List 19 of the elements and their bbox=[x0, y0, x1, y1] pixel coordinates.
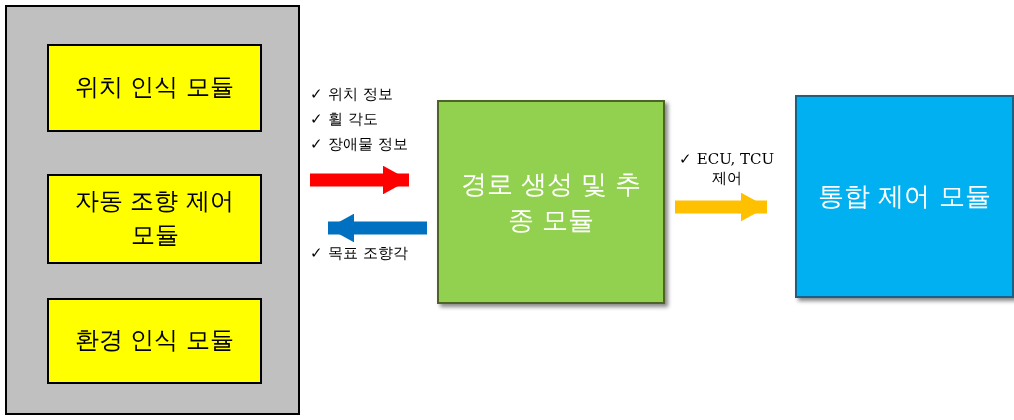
box-label: 자동 조향 제어 모듈 bbox=[73, 186, 236, 251]
module-box bbox=[47, 44, 262, 132]
box-label: 통합 제어 모듈 bbox=[818, 180, 991, 214]
block-arrow bbox=[310, 165, 409, 195]
module-box bbox=[47, 174, 262, 264]
process-box bbox=[795, 95, 1014, 298]
arrow-label: ✓ 위치 정보 bbox=[310, 85, 393, 104]
process-box bbox=[437, 100, 665, 304]
panel-background bbox=[5, 5, 300, 415]
box-label: 경로 생성 및 추종 모듈 bbox=[459, 167, 643, 237]
arrow-label: ✓ 목표 조향각 bbox=[310, 244, 408, 263]
arrow-label: ✓ 장애물 정보 bbox=[310, 135, 408, 154]
block-arrow bbox=[328, 213, 427, 243]
module-box bbox=[47, 298, 262, 384]
block-arrow bbox=[675, 192, 767, 222]
box-label: 위치 인식 모듈 bbox=[74, 72, 235, 104]
arrow-label: ✓ ECU, TCU 제어 bbox=[677, 150, 776, 188]
box-label: 환경 인식 모듈 bbox=[74, 325, 235, 357]
arrow-label: ✓ 휠 각도 bbox=[310, 110, 378, 129]
